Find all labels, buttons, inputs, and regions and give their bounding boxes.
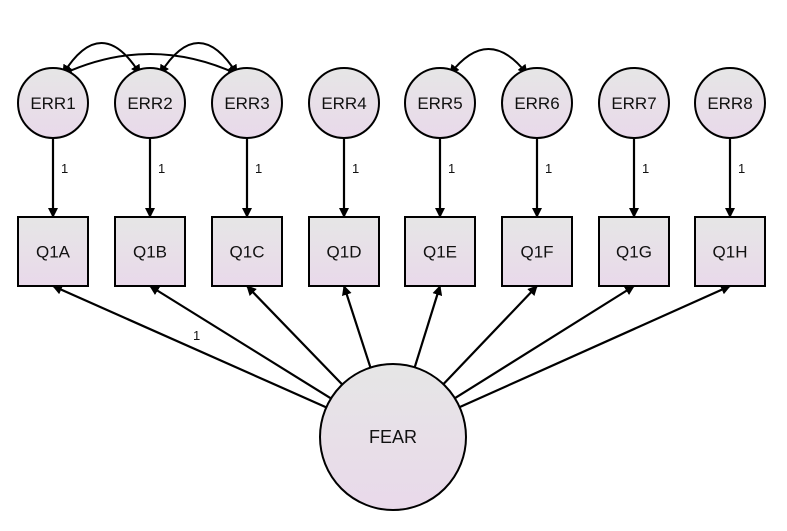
error-node-label: ERR4 <box>321 94 366 113</box>
loading-path-5 <box>413 285 443 368</box>
error-node-label: ERR5 <box>417 94 462 113</box>
error-path-label-8: 1 <box>738 161 745 176</box>
error-node-err3: ERR3 <box>211 67 283 139</box>
indicator-node-label: Q1F <box>520 243 553 262</box>
indicator-node-q1a: Q1A <box>17 216 89 287</box>
latent-node-label: FEAR <box>369 427 417 447</box>
error-node-label: ERR6 <box>514 94 559 113</box>
indicator-node-label: Q1D <box>327 243 362 262</box>
loading-path-2 <box>149 285 332 400</box>
indicator-node-label: Q1C <box>230 243 265 262</box>
loading-path-3 <box>246 285 344 386</box>
loading-path-6 <box>442 285 538 385</box>
indicator-node-label: Q1G <box>616 243 652 262</box>
indicator-node-q1h: Q1H <box>694 216 766 287</box>
indicator-node-q1d: Q1D <box>308 216 380 287</box>
covariance-arc-4 <box>449 48 528 75</box>
error-path-label-6: 1 <box>545 161 552 176</box>
covariance-arc-3 <box>62 53 238 75</box>
indicator-node-q1e: Q1E <box>404 216 476 287</box>
error-node-err7: ERR7 <box>598 67 670 139</box>
loading-path-8 <box>459 284 731 409</box>
error-node-err8: ERR8 <box>694 67 766 139</box>
indicator-node-label: Q1E <box>423 243 457 262</box>
error-node-label: ERR3 <box>224 94 269 113</box>
error-node-err1: ERR1 <box>17 67 89 139</box>
loading-path-1 <box>52 284 327 409</box>
covariance-arc-1 <box>62 42 141 75</box>
indicator-node-q1f: Q1F <box>501 216 573 287</box>
error-node-err4: ERR4 <box>308 67 380 139</box>
error-path-label-2: 1 <box>158 161 165 176</box>
error-path-label-1: 1 <box>61 161 68 176</box>
error-path-label-3: 1 <box>255 161 262 176</box>
error-node-err5: ERR5 <box>404 67 476 139</box>
error-node-label: ERR1 <box>30 94 75 113</box>
error-path-label-5: 1 <box>448 161 455 176</box>
error-node-err2: ERR2 <box>114 67 186 139</box>
indicator-node-q1g: Q1G <box>598 216 670 287</box>
indicator-node-label: Q1B <box>133 243 167 262</box>
error-path-label-4: 1 <box>352 161 359 176</box>
error-node-err6: ERR6 <box>501 67 573 139</box>
indicator-node-label: Q1H <box>713 243 748 262</box>
indicator-node-label: Q1A <box>36 243 71 262</box>
loading-path-4 <box>342 285 372 368</box>
error-node-label: ERR7 <box>611 94 656 113</box>
error-node-label: ERR8 <box>707 94 752 113</box>
path-layer: 1 1 1 1 1 1 1 1 1 <box>48 138 745 409</box>
latent-node-fear: FEAR <box>319 363 467 511</box>
error-path-label-7: 1 <box>642 161 649 176</box>
loading-label-q1a: 1 <box>193 328 200 343</box>
indicator-node-q1b: Q1B <box>114 216 186 287</box>
loading-path-7 <box>454 285 635 400</box>
covariance-arc-2 <box>159 42 238 75</box>
error-node-label: ERR2 <box>127 94 172 113</box>
indicator-node-q1c: Q1C <box>211 216 283 287</box>
covariance-layer <box>62 42 528 75</box>
